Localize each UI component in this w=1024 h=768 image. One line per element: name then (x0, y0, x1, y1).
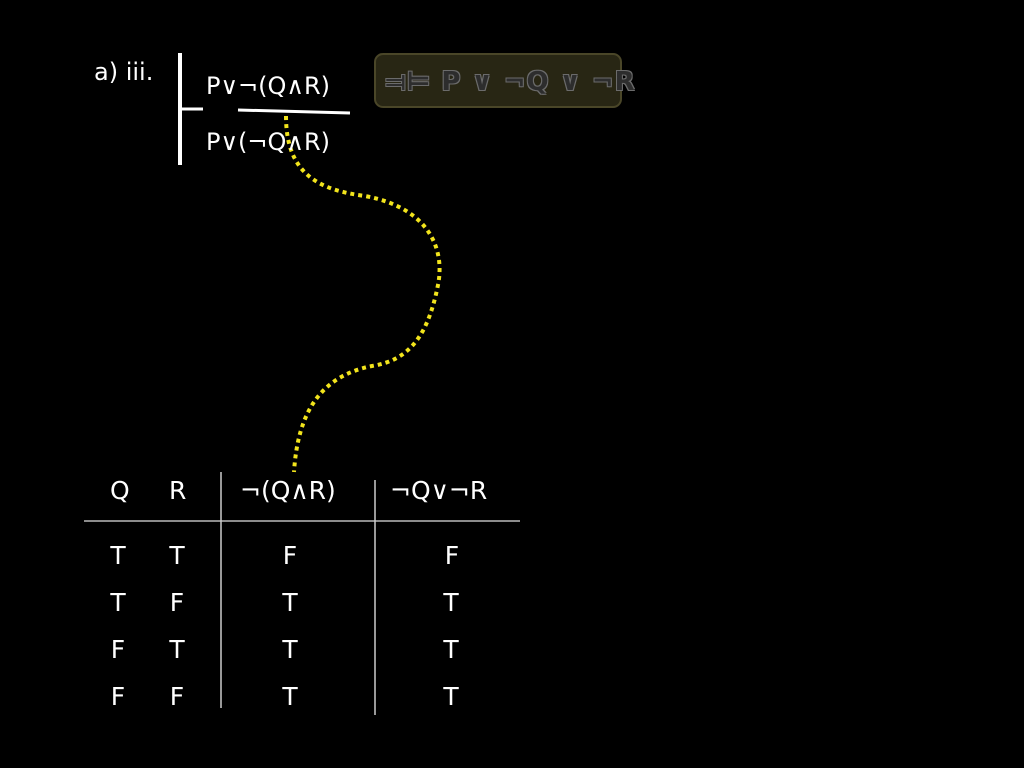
table-cell: F (169, 588, 185, 617)
table-cell: F (444, 541, 460, 570)
table-cell: F (110, 635, 126, 664)
table-cell: T (169, 635, 185, 664)
table-cell: T (443, 682, 459, 711)
table-cell: T (110, 588, 126, 617)
claim-badge-text: ⫤⊨ P ∨ ¬Q ∨ ¬R (386, 67, 636, 97)
table-cell: T (443, 588, 459, 617)
part-label: a) iii. (94, 58, 154, 86)
table-cell: T (282, 682, 298, 711)
table-header-not-q-and-r: ¬(Q∧R) (240, 476, 336, 505)
table-cell: T (169, 541, 185, 570)
table-cell: T (282, 635, 298, 664)
table-header-q: Q (110, 476, 130, 505)
claim-badge (374, 53, 622, 108)
table-header-not-q-or-not-r: ¬Q∨¬R (390, 476, 488, 505)
table-header-r: R (169, 476, 187, 505)
table-cell: T (110, 541, 126, 570)
proof-premise: P∨¬(Q∧R) (206, 72, 331, 100)
table-cell: F (282, 541, 298, 570)
table-cell: F (110, 682, 126, 711)
table-cell: F (169, 682, 185, 711)
table-cell: T (443, 635, 459, 664)
proof-conclusion: P∨(¬Q∧R) (206, 128, 331, 156)
annotation-connector (284, 115, 442, 473)
table-cell: T (282, 588, 298, 617)
premise-underline (237, 108, 351, 115)
